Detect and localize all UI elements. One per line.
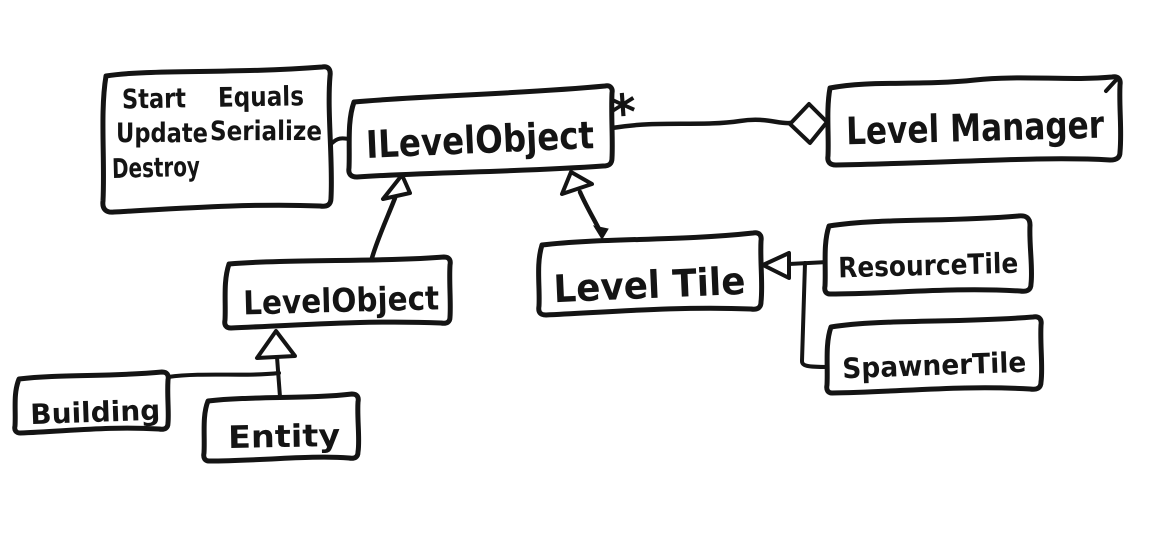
leveltile-box xyxy=(536,230,765,318)
realization-line xyxy=(369,195,398,261)
inheritance-stem-line xyxy=(275,355,282,399)
node-methods-note: Start Equals Update Serialize Destroy xyxy=(100,64,334,215)
methods-note-box xyxy=(100,64,334,215)
resourcetile-label: ResourceTile xyxy=(838,247,1019,285)
arrow-tip-icon xyxy=(592,225,609,240)
node-resourcetile: ResourceTile xyxy=(822,213,1035,297)
entity-box xyxy=(201,391,362,464)
levelmanager-label: Level Manager xyxy=(846,103,1105,154)
building-box xyxy=(12,369,171,436)
entity-label: Entity xyxy=(228,418,341,456)
node-building: Building xyxy=(12,369,171,436)
spawnertile-label: SpawnerTile xyxy=(842,346,1027,385)
node-spawnertile: SpawnerTile xyxy=(824,314,1045,396)
node-entity: Entity xyxy=(201,391,362,464)
node-ilevelobject: ILevelObject * xyxy=(346,83,638,180)
levelobject-box xyxy=(222,254,453,331)
spawnertile-box xyxy=(824,314,1045,396)
inheritance-triangle-icon xyxy=(560,170,594,196)
levelobject-label: LevelObject xyxy=(243,278,440,322)
node-leveltile: Level Tile xyxy=(536,230,765,318)
spawnertile-branch-line xyxy=(800,261,830,369)
edge-realization-leveltile xyxy=(560,170,609,240)
method-serialize-label: Serialize xyxy=(210,116,322,147)
ilevelobject-label: ILevelObject xyxy=(365,113,595,167)
building-branch-line xyxy=(166,371,281,379)
resourcetile-box xyxy=(822,213,1035,297)
multiplicity-star-label: * xyxy=(608,83,638,143)
edge-aggregation-ilevelobject-levelmanager xyxy=(609,102,829,145)
ilevelobject-box xyxy=(346,83,615,180)
method-start-label: Start xyxy=(122,83,187,115)
inheritance-triangle-icon xyxy=(761,251,791,280)
node-levelmanager: Level Manager xyxy=(825,74,1124,168)
edge-inheritance-tiles-leveltile xyxy=(761,251,830,369)
method-destroy-label: Destroy xyxy=(112,152,201,185)
aggregation-line xyxy=(609,117,793,131)
node-levelobject: LevelObject xyxy=(222,254,453,331)
aggregation-diamond-icon xyxy=(788,102,829,145)
resourcetile-branch-line xyxy=(787,260,830,266)
corner-tick xyxy=(1104,77,1119,93)
edge-realization-levelobject xyxy=(369,173,412,261)
leveltile-label: Level Tile xyxy=(553,259,747,311)
inheritance-triangle-icon xyxy=(255,329,297,360)
levelmanager-box xyxy=(825,74,1124,168)
edge-inheritance-building-entity-levelobject xyxy=(166,329,297,399)
method-update-label: Update xyxy=(116,118,208,149)
building-label: Building xyxy=(30,394,161,432)
method-equals-label: Equals xyxy=(218,81,305,113)
inheritance-triangle-icon xyxy=(381,173,412,201)
